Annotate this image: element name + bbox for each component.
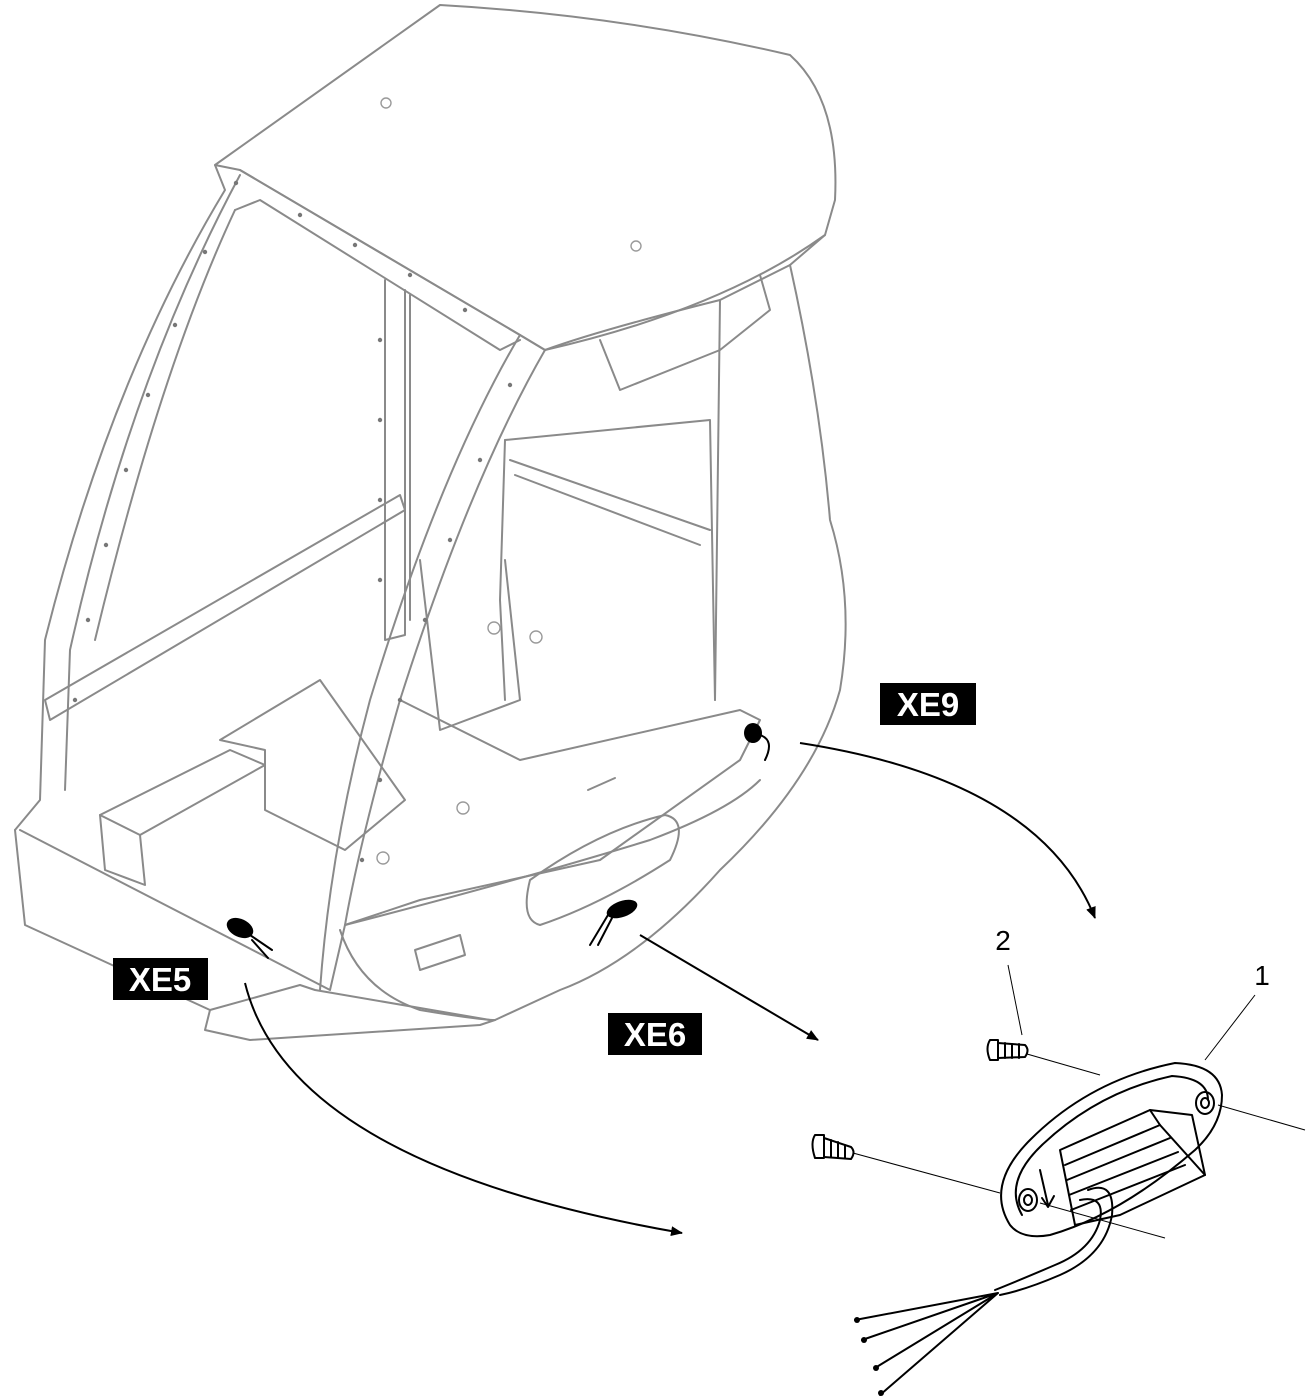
callout-label-2: 2 xyxy=(995,925,1011,956)
connector-tag-xe6: XE6 xyxy=(608,1013,702,1055)
cab-roof xyxy=(214,4,837,351)
arrow-xe9 xyxy=(799,742,1096,919)
callout-label-1: 1 xyxy=(1254,960,1270,991)
connector-label-xe6: XE6 xyxy=(624,1016,686,1053)
assembly-lines xyxy=(852,1053,1306,1239)
cab-illustration xyxy=(14,4,847,1041)
callout-item-1: 1 xyxy=(1204,960,1270,1061)
regulator-cable xyxy=(999,1186,1114,1296)
arrow-xe5 xyxy=(244,982,683,1237)
screw-lower xyxy=(811,1134,855,1160)
arrow-xe6 xyxy=(639,934,819,1041)
connector-label-xe5: XE5 xyxy=(129,961,191,998)
regulator-flange xyxy=(1000,1062,1223,1238)
cab-front-pillar xyxy=(14,164,226,831)
screw-upper xyxy=(986,1039,1029,1061)
callout-item-2: 2 xyxy=(995,925,1023,1036)
connector-tag-xe5: XE5 xyxy=(113,958,208,1000)
cab-door-pillar xyxy=(319,334,521,991)
connector-tag-xe9: XE9 xyxy=(880,683,976,725)
regulator-assembly xyxy=(854,1062,1223,1396)
connector-label-xe9: XE9 xyxy=(897,686,959,723)
